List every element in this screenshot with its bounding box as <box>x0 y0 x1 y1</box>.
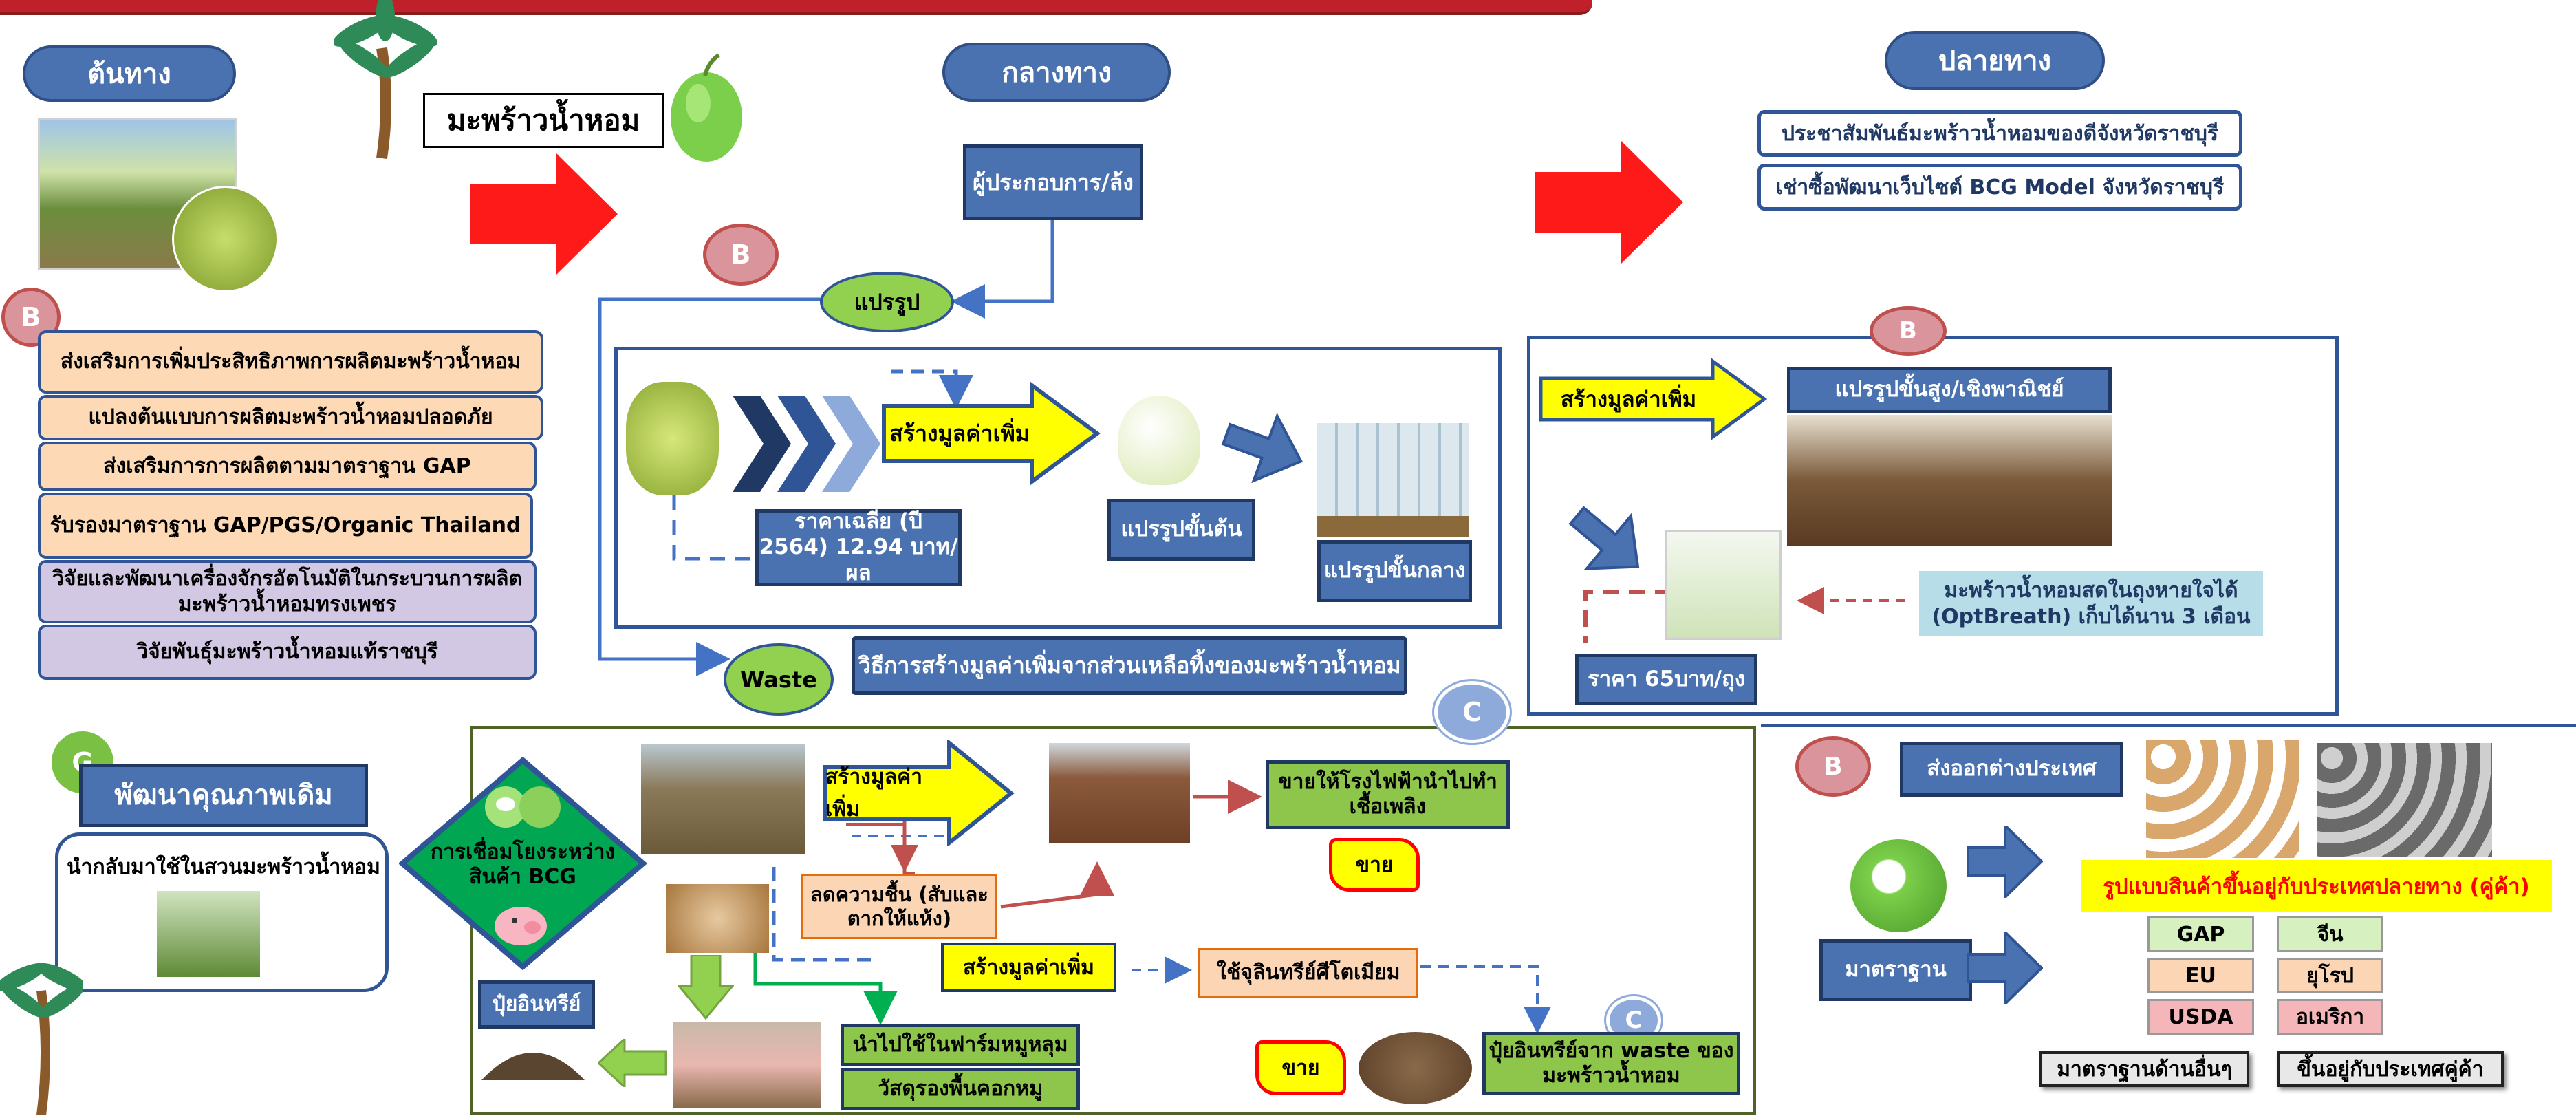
value-add-box-bcg: สร้างมูลค่าเพิ่ม <box>941 943 1116 992</box>
value-add-arrow-mid <box>882 382 1101 485</box>
coconut-cluster-image <box>626 382 719 495</box>
downstream-item-2: เช่าซื้อพัฒนาเว็บไซต์ BCG Model จังหวัดร… <box>1757 164 2242 211</box>
blue-arrow-export-1 <box>1967 826 2043 898</box>
badge-b-upstream: B <box>1 288 61 347</box>
waste-oval: Waste <box>724 643 834 716</box>
downstream-item-1: ประชาสัมพันธ์มะพร้าวน้ำหอมของดีจังหวัดรา… <box>1757 110 2242 157</box>
red-arrow-1 <box>470 153 618 275</box>
upstream-item-2: แปลงต้นแบบการผลิตมะพร้าวน้ำหอมปลอดภัย <box>38 395 543 440</box>
bcg-link-label: การเชื่อมโยงระหว่างสินค้า BCG <box>430 840 616 889</box>
sell-flag-1: ขาย <box>1329 838 1420 892</box>
blue-arrow-down <box>1568 506 1640 570</box>
upstream-item-5: วิจัยและพัฒนาเครื่องจักรอัตโนมัติในกระบว… <box>38 560 537 623</box>
quality-frame <box>55 832 389 992</box>
advanced-process-box: แปรรูปขั้นสูง/เชิงพาณิชย์ <box>1787 367 2112 413</box>
bcg-coconut-icon <box>481 781 564 829</box>
section-downstream: ปลายทาง <box>1885 31 2105 90</box>
bcg-diamond <box>399 757 647 970</box>
value-add-label-mid: สร้างมูลค่าเพิ่ม <box>889 420 1030 447</box>
std-usda: USDA <box>2147 999 2254 1035</box>
products-photo <box>1787 415 2112 546</box>
country-china: จีน <box>2277 916 2383 952</box>
waste-fertilizer-box: ปุ๋ยอินทรีย์จาก waste ของมะพร้าวน้ำหอม <box>1482 1032 1740 1095</box>
garden-photo <box>157 891 260 977</box>
microbe-box: ใช้จุลินทรีย์ศีโตเมียม <box>1198 948 1418 998</box>
husk-pile-photo <box>641 744 805 854</box>
export-coconut-image <box>1850 839 1947 932</box>
top-banner <box>0 0 1592 15</box>
palm-tree-bottom-image <box>0 949 87 1116</box>
quality-title-box: พัฒนาคุณภาพเดิม <box>79 764 368 827</box>
upstream-item-4: รับรองมาตราฐาน GAP/PGS/Organic Thailand <box>38 493 533 559</box>
blue-arrow-mid <box>1221 412 1303 484</box>
coconut-chips-photo <box>666 884 769 953</box>
sell-power-box: ขายให้โรงไฟฟ้านำไปทำเชื้อเพลิง <box>1266 760 1510 829</box>
price-box: ราคาเฉลี่ย (ปี 2564) 12.94 บาท/ผล <box>755 509 962 586</box>
green-arrow-left <box>598 1039 667 1087</box>
blue-arrow-export-2 <box>1967 932 2043 1004</box>
std-gap: GAP <box>2147 916 2254 952</box>
value-add-arrow-bcg <box>823 740 1015 846</box>
value-add-label-bcg: สร้างมูลค่าเพิ่ม <box>825 765 922 821</box>
green-arrow-down <box>678 955 734 1020</box>
collector-box: ผู้ประกอบการ/ล้ง <box>963 144 1143 220</box>
green-coconut-image <box>667 48 746 165</box>
coconut-box-photo <box>2146 740 2299 858</box>
midstream-process-frame <box>614 347 1502 629</box>
intermediate-process-box: แปรรูปขั้นกลาง <box>1317 540 1472 602</box>
export-title-box: ส่งออกต่างประเทศ <box>1900 742 2123 797</box>
pig-floor-box: วัสดุรองพื้นคอกหมู <box>841 1068 1080 1110</box>
std-eu: EU <box>2147 958 2254 993</box>
fresh-bag-box: มะพร้าวน้ำหอมสดในถุงหายใจได้ (OptBreath)… <box>1919 571 2263 636</box>
other-standard-box: มาตราฐานด้านอื่นๆ <box>2039 1051 2249 1087</box>
coconut-bunch-photo <box>172 186 279 292</box>
red-arrow-2 <box>1535 141 1683 264</box>
compost-photo <box>1359 1032 1472 1104</box>
dried-field-photo <box>1049 743 1190 843</box>
bag-price-box: ราคา 65บาท/ถุง <box>1575 654 1757 705</box>
export-note: รูปแบบสินค้าขึ้นอยู่กับประเทศปลายทาง (คู… <box>2081 860 2552 912</box>
palm-tree-image <box>332 0 438 162</box>
coconut-bag-photo <box>1665 530 1782 640</box>
badge-b-midstream: B <box>703 224 779 286</box>
value-add-label-down: สร้างมูลค่าเพิ่ม <box>1560 387 1697 412</box>
wrapped-coconut-photo <box>2317 743 2492 857</box>
country-america: อเมริกา <box>2277 999 2383 1035</box>
product-title: มะพร้าวน้ำหอม <box>423 93 664 148</box>
pig-farm-box: นำไปใช้ในฟาร์มหมูหลุม <box>841 1024 1080 1066</box>
badge-b-downstream: B <box>1870 306 1947 356</box>
upstream-item-1: ส่งเสริมการเพิ่มประสิทธิภาพการผลิตมะพร้า… <box>38 330 543 394</box>
upstream-item-6: วิจัยพันธุ์มะพร้าวน้ำหอมแท้ราชบุรี <box>38 625 537 680</box>
standard-box: มาตราฐาน <box>1819 939 1972 1001</box>
primary-process-box: แปรรูปขั้นต้น <box>1107 499 1255 561</box>
upstream-item-3: ส่งเสริมการการผลิตตามมาตราฐาน GAP <box>38 442 537 491</box>
fertilizer-box: ปุ๋ยอินทรีย์ <box>478 980 595 1029</box>
badge-b-export: B <box>1795 736 1871 797</box>
country-europe: ยุโรป <box>2277 958 2383 993</box>
badge-c-bcg: C <box>1434 681 1510 743</box>
quality-text: นำกลับมาใช้ในสวนมะพร้าวน้ำหอม <box>67 854 380 879</box>
bottled-coconut-photo <box>1317 423 1469 537</box>
pigs-photo <box>673 1022 821 1108</box>
value-add-arrow-down <box>1539 358 1768 440</box>
waste-method-box: วิธีการสร้างมูลค่าเพิ่มจากส่วนเหลือทิ้งข… <box>852 636 1407 695</box>
white-coconut-image <box>1118 396 1200 485</box>
pig-icon <box>490 900 552 948</box>
process-oval: แปรรูป <box>820 272 954 332</box>
sell-flag-2: ขาย <box>1255 1040 1346 1095</box>
section-upstream: ต้นทาง <box>23 45 236 102</box>
chevron-arrows-icon <box>733 396 880 492</box>
reduce-moisture-box: ลดความชื้น (สับและตากให้แห้ง) <box>801 874 997 939</box>
section-midstream: กลางทาง <box>942 43 1171 102</box>
soil-pile-image <box>478 1032 588 1084</box>
depends-country-box: ขึ้นอยู่กับประเทศคู่ค้า <box>2277 1051 2504 1087</box>
